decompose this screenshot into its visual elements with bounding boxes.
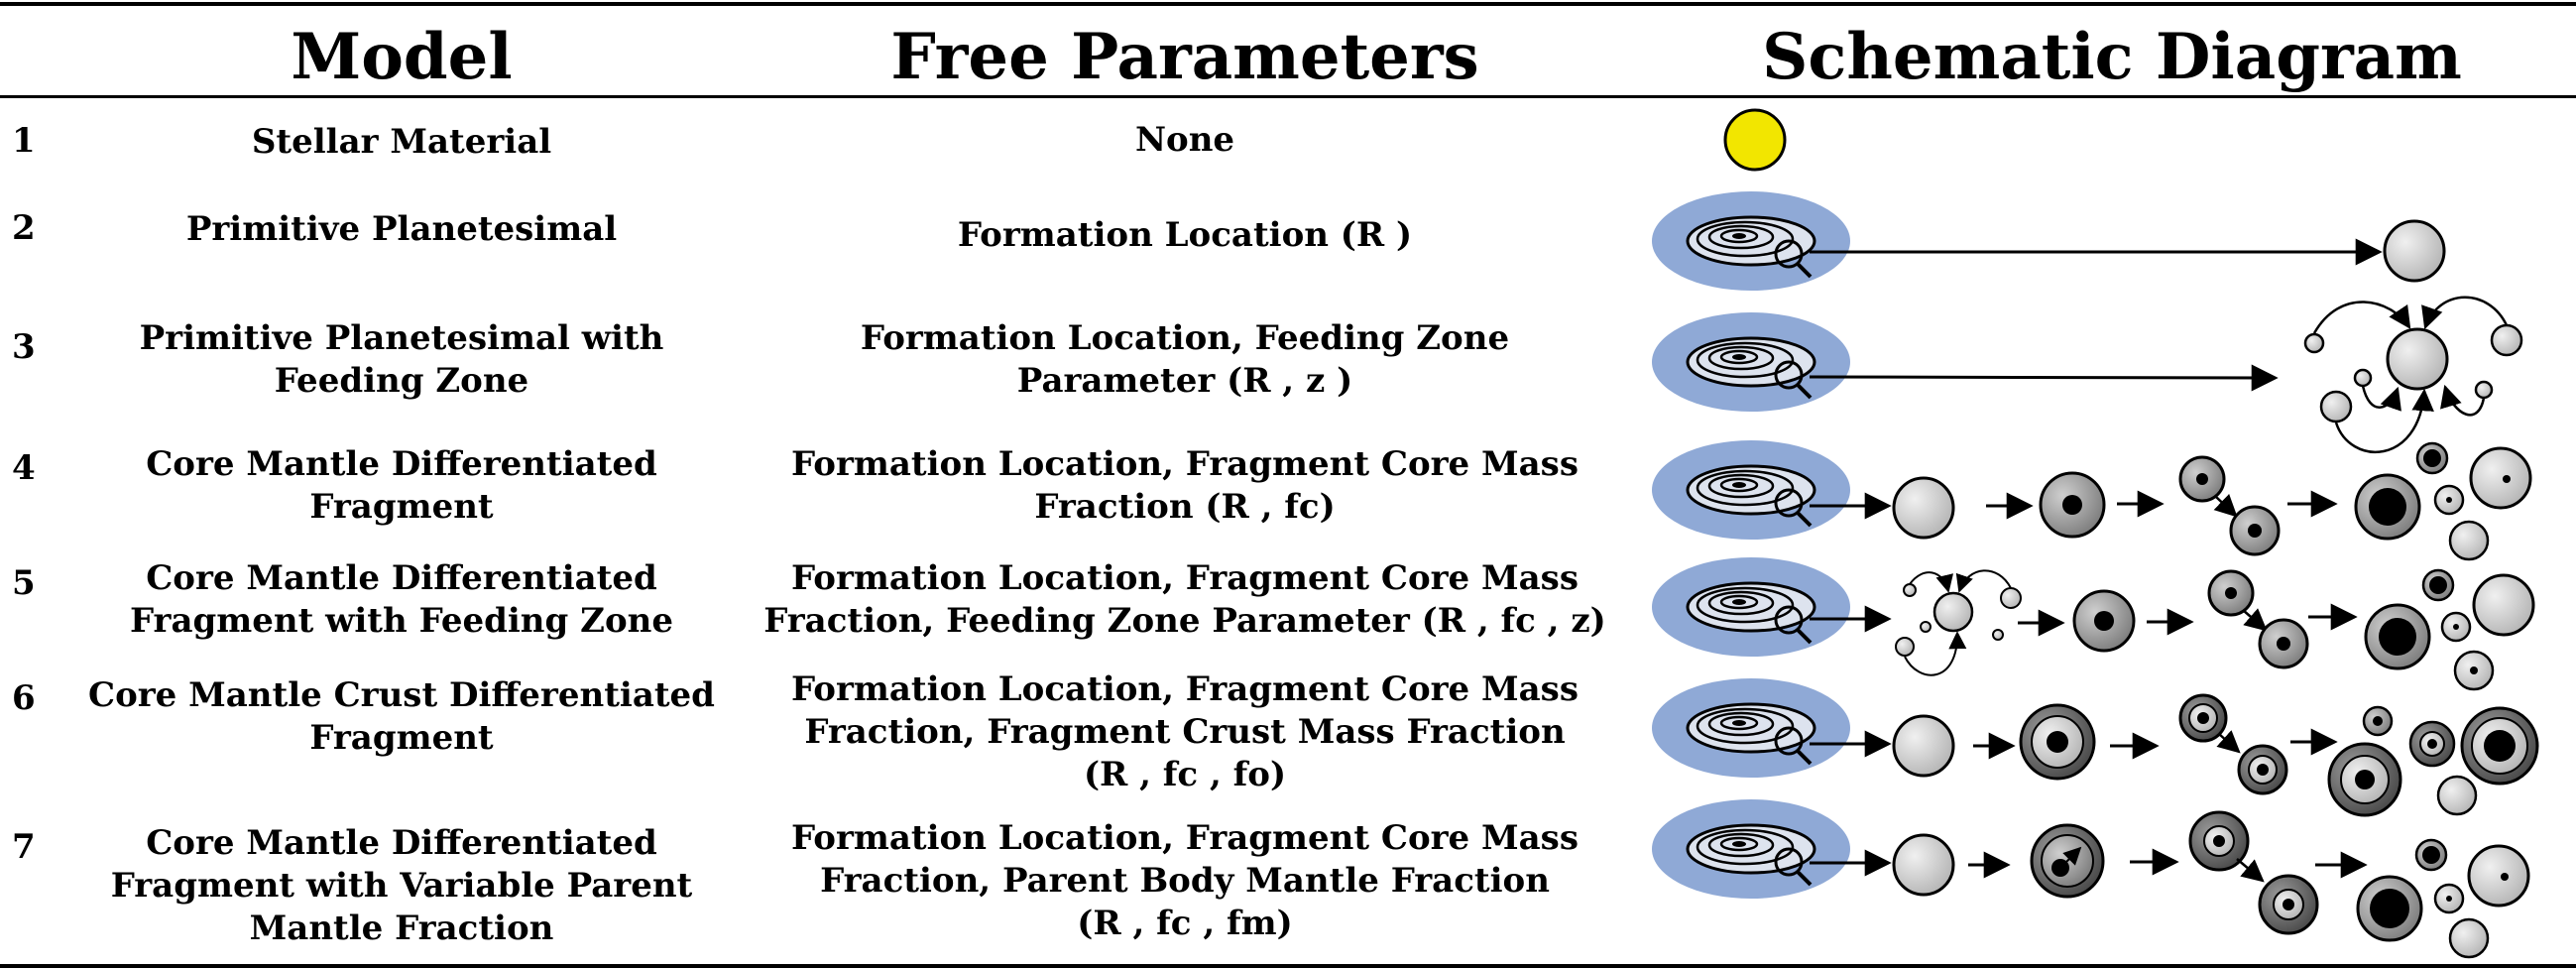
header-schematic-diagram: Schematic Diagram — [1762, 20, 2462, 94]
row-number: 4 — [12, 448, 36, 488]
star-icon — [1723, 108, 1787, 172]
row-number: 7 — [12, 827, 36, 867]
disk-icon — [1650, 310, 1852, 414]
disk-icon — [1650, 189, 1852, 293]
row-number: 5 — [12, 563, 36, 603]
row-number: 3 — [12, 327, 36, 367]
planetesimal-icon — [2383, 219, 2446, 283]
free-parameters: None — [1134, 119, 1235, 160]
header-rule — [0, 95, 2576, 98]
bottom-rule — [0, 964, 2576, 968]
disk-icon — [1650, 555, 1852, 659]
free-parameters: Formation Location (R ) — [957, 214, 1413, 255]
header-free-parameters: Free Parameters — [890, 20, 1479, 94]
model-name: Stellar Material — [251, 121, 552, 162]
top-rule — [0, 2, 2576, 6]
disk-icon — [1650, 797, 1852, 901]
disk-icon — [1650, 676, 1852, 780]
planetesimal-icon — [2386, 327, 2449, 391]
row-number: 2 — [12, 208, 36, 248]
row-number: 6 — [12, 678, 36, 718]
disk-icon — [1650, 438, 1852, 542]
model-name: Primitive Planetesimal — [185, 208, 618, 249]
row-number: 1 — [12, 121, 36, 161]
header-model: Model — [291, 20, 513, 94]
